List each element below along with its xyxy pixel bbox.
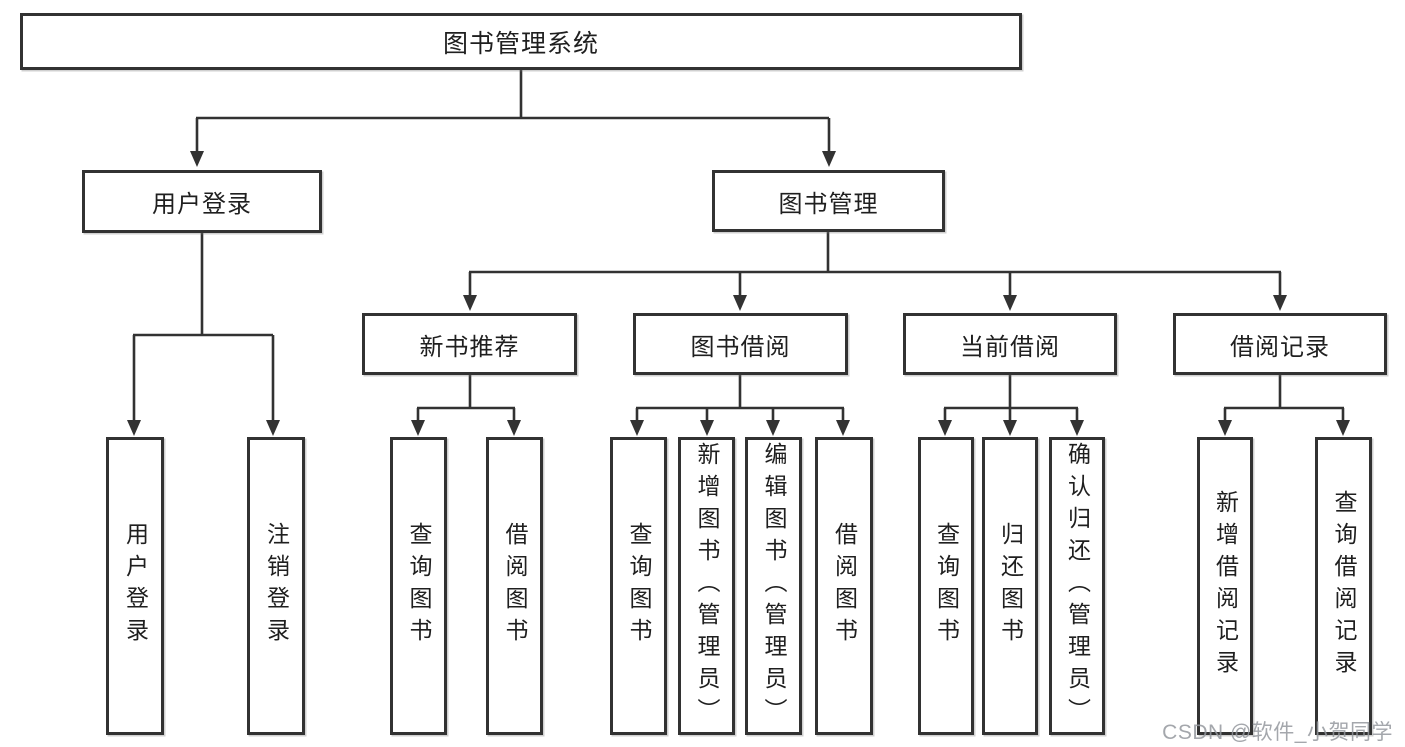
branch-book-borrow	[635, 375, 845, 421]
node-leaf-bb-edit-book-admin: 编辑图书（管理员）	[745, 437, 802, 735]
node-book-management: 图书管理	[712, 170, 945, 232]
node-label: 新增图书（管理员）	[694, 442, 720, 730]
node-leaf-bb-borrow-book: 借阅图书	[815, 437, 873, 735]
arrow-down-icon	[822, 151, 836, 167]
csdn-watermark: CSDN @软件_小贺同学	[1162, 721, 1393, 744]
node-label: 新书推荐	[419, 333, 520, 361]
node-label: 用户登录	[152, 191, 252, 218]
arrow-down-icon	[1218, 420, 1232, 436]
arrow-down-icon	[1273, 295, 1287, 311]
node-leaf-cb-confirm-return-admin: 确认归还（管理员）	[1049, 437, 1105, 735]
node-label: 查询图书	[626, 522, 652, 650]
arrow-down-icon	[1003, 420, 1017, 436]
node-leaf-logout: 注销登录	[247, 437, 305, 735]
node-user-login: 用户登录	[82, 170, 322, 233]
arrow-down-icon	[190, 151, 204, 167]
node-label: 新增借阅记录	[1212, 490, 1239, 682]
branch-user-login	[132, 233, 275, 420]
arrow-down-icon	[938, 420, 952, 436]
node-label: 注销登录	[263, 522, 290, 650]
arrow-down-icon	[1003, 295, 1017, 311]
arrow-down-icon	[836, 420, 850, 436]
node-leaf-cb-query-book: 查询图书	[918, 437, 974, 735]
arrow-down-icon	[266, 420, 280, 436]
arrow-down-icon	[766, 420, 780, 436]
node-label: 确认归还（管理员）	[1064, 442, 1091, 730]
node-label: 图书借阅	[690, 333, 791, 361]
node-label: 借阅记录	[1230, 333, 1330, 361]
arrow-down-icon	[127, 420, 141, 436]
node-current-borrow: 当前借阅	[903, 313, 1117, 375]
branch-borrow-record	[1223, 375, 1345, 421]
node-label: 查询借阅记录	[1331, 490, 1357, 682]
node-label: 查询图书	[933, 522, 960, 650]
node-leaf-rec-query-book: 查询图书	[390, 437, 447, 735]
node-label: 用户登录	[122, 522, 149, 650]
arrow-down-icon	[700, 420, 714, 436]
node-borrow-record: 借阅记录	[1173, 313, 1387, 375]
node-leaf-br-add-record: 新增借阅记录	[1197, 437, 1253, 735]
node-leaf-bb-query-book: 查询图书	[610, 437, 667, 735]
arrow-down-icon	[507, 420, 521, 436]
node-leaf-br-query-record: 查询借阅记录	[1315, 437, 1372, 735]
node-book-borrow: 图书借阅	[633, 313, 848, 375]
node-label: 图书管理	[778, 190, 879, 218]
node-leaf-rec-borrow-book: 借阅图书	[486, 437, 543, 735]
arrow-down-icon	[411, 420, 425, 436]
node-leaf-bb-add-book-admin: 新增图书（管理员）	[678, 437, 735, 735]
node-label: 图书管理系统	[442, 29, 599, 58]
arrow-down-icon	[1070, 420, 1084, 436]
arrow-down-icon	[630, 420, 644, 436]
node-label: 借阅图书	[502, 522, 528, 650]
arrow-down-icon	[733, 295, 747, 311]
branch-book-mgmt	[468, 232, 1282, 296]
node-new-book-recommend: 新书推荐	[362, 313, 577, 375]
arrow-down-icon	[463, 295, 477, 311]
node-root-system: 图书管理系统	[20, 13, 1022, 70]
node-label: 编辑图书（管理员）	[761, 442, 787, 730]
branch-root	[195, 70, 831, 151]
node-leaf-cb-return-book: 归还图书	[982, 437, 1038, 735]
node-label: 归还图书	[997, 522, 1024, 650]
node-leaf-user-login: 用户登录	[106, 437, 164, 735]
node-label: 查询图书	[406, 522, 432, 650]
node-label: 当前借阅	[960, 333, 1060, 361]
branch-new-book-rec	[416, 375, 516, 421]
arrow-down-icon	[1336, 420, 1350, 436]
node-label: 借阅图书	[831, 522, 858, 650]
branch-current-borrow	[943, 375, 1079, 421]
